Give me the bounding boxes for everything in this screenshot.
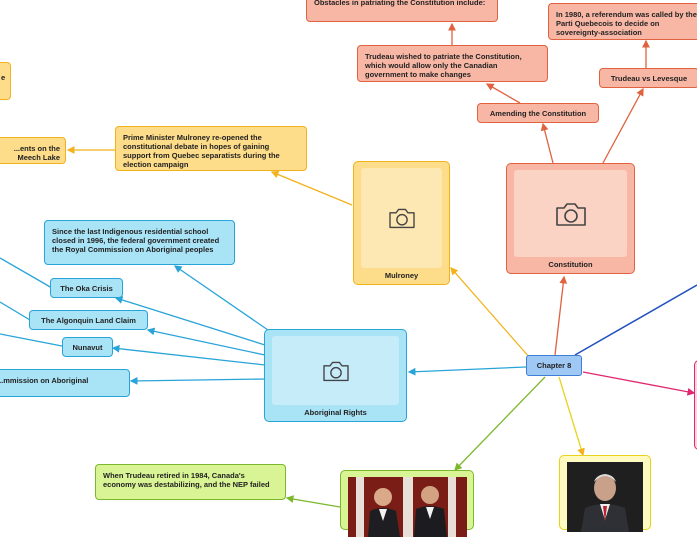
link-nunavut-offscreen bbox=[0, 333, 63, 347]
mulroney-debate-node[interactable]: Prime Minister Mulroney re-opened the co… bbox=[115, 126, 307, 171]
link-green-retired bbox=[285, 495, 341, 508]
link-center-aboriginal bbox=[407, 366, 527, 376]
link-constitution-amending bbox=[540, 122, 554, 164]
mulroney-label: Mulroney bbox=[384, 271, 419, 280]
link-algonquin-offscreen bbox=[0, 301, 31, 321]
link-amending-patriate bbox=[485, 83, 521, 104]
top-partial-node[interactable]: e bbox=[0, 62, 11, 100]
link-center-navy bbox=[574, 284, 697, 356]
link-constitution-vs bbox=[602, 87, 644, 164]
leaders-photo bbox=[348, 477, 467, 537]
mulroney-node[interactable]: Mulroney bbox=[353, 161, 450, 285]
green-photo-node[interactable] bbox=[340, 470, 474, 537]
amending-node[interactable]: Amending the Constitution bbox=[477, 103, 599, 123]
chretien-photo bbox=[567, 462, 643, 532]
nunavut-node[interactable]: Nunavut bbox=[62, 337, 113, 357]
obstacles-node[interactable]: Obstacles in patriating the Constitution… bbox=[306, 0, 498, 22]
link-aboriginal-algonquin bbox=[146, 327, 266, 356]
trudeau-retired-node[interactable]: When Trudeau retired in 1984, Canada's e… bbox=[95, 464, 286, 500]
link-center-pink bbox=[582, 371, 696, 396]
link-center-green bbox=[454, 376, 546, 471]
link-center-chretien bbox=[558, 376, 585, 457]
referendum-node[interactable]: In 1980, a referendum was called by the … bbox=[548, 3, 697, 40]
link-center-mulroney bbox=[450, 267, 531, 359]
school-node[interactable]: Since the last Indigenous residential sc… bbox=[44, 220, 235, 265]
link-oka-offscreen bbox=[0, 257, 53, 289]
link-aboriginal-school bbox=[173, 265, 269, 331]
meech-node[interactable]: ...ents on the Meech Lake Accord. bbox=[0, 137, 66, 164]
camera-icon bbox=[322, 361, 349, 381]
constitution-label: Constitution bbox=[548, 260, 593, 269]
algonquin-node[interactable]: The Algonquin Land Claim bbox=[29, 310, 148, 330]
commission-node[interactable]: ...mmission on Aboriginal bbox=[0, 369, 130, 397]
vs-node[interactable]: Trudeau vs Levesque bbox=[599, 68, 697, 88]
chapter-8-node[interactable]: Chapter 8 bbox=[526, 355, 582, 376]
patriate-node[interactable]: Trudeau wished to patriate the Constitut… bbox=[357, 45, 548, 82]
link-aboriginal-oka bbox=[114, 296, 266, 346]
aboriginal-node[interactable]: Aboriginal Rights bbox=[264, 329, 407, 422]
link-center-constitution bbox=[554, 275, 568, 356]
link-mulroney-debate bbox=[270, 170, 353, 206]
camera-icon bbox=[555, 202, 586, 226]
aboriginal-label: Aboriginal Rights bbox=[304, 408, 367, 417]
link-aboriginal-commission bbox=[129, 377, 266, 385]
connector-lines bbox=[0, 22, 697, 508]
link-aboriginal-nunavut bbox=[111, 344, 266, 366]
constitution-node[interactable]: Constitution bbox=[506, 163, 635, 274]
camera-icon bbox=[388, 208, 415, 229]
chretien-photo-node[interactable] bbox=[559, 455, 651, 532]
oka-node[interactable]: The Oka Crisis bbox=[50, 278, 123, 298]
